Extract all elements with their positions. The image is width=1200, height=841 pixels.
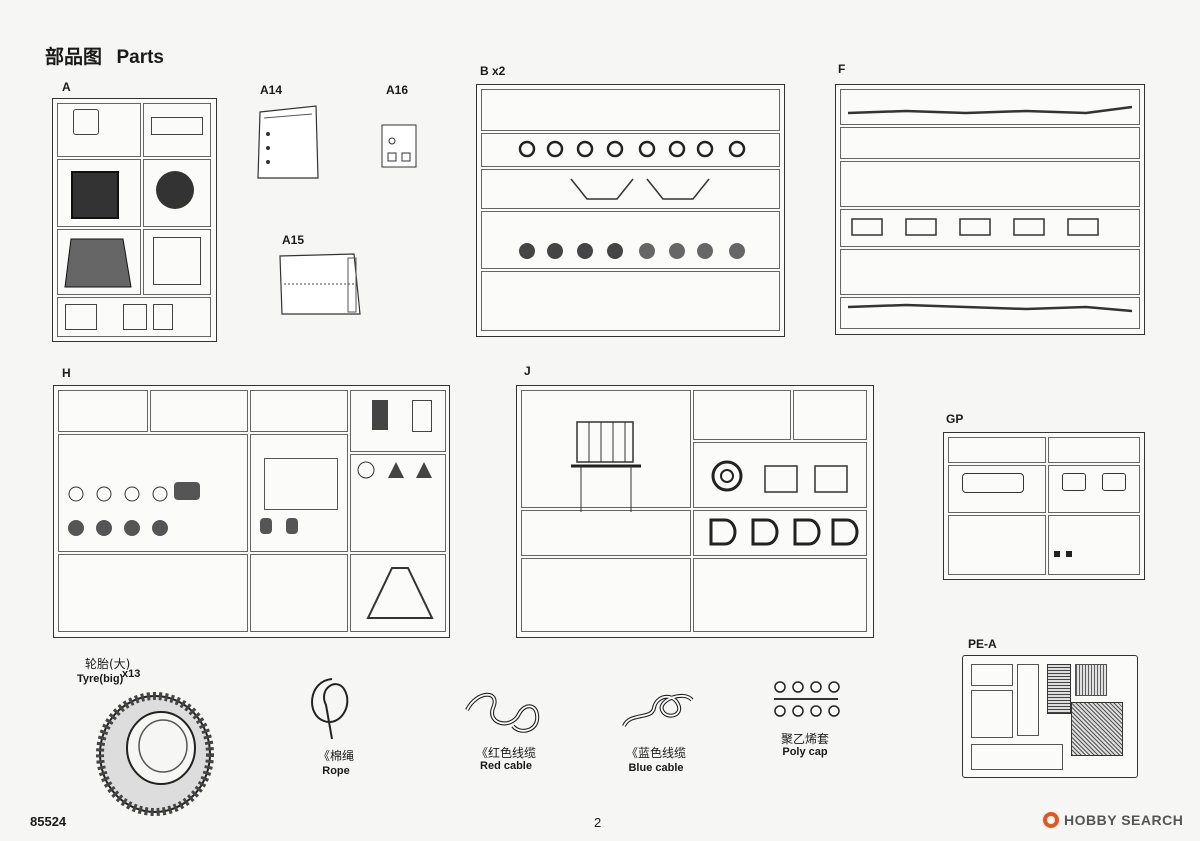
- red-cable-icon: [465, 692, 540, 733]
- blue-cable-icon: [622, 693, 694, 728]
- sprue-a15-label: A15: [282, 233, 305, 247]
- poly-cap-label-cn: 聚乙烯套: [780, 732, 829, 746]
- sprue-a16-label: A16: [386, 83, 409, 97]
- sprue-b-label: B x2: [480, 64, 506, 78]
- page-title-en: Parts: [116, 47, 164, 68]
- page-title-cn: 部品图: [45, 47, 103, 68]
- tyre-label-cn: 轮胎(大): [85, 657, 131, 671]
- page-title: 部品图 Parts: [45, 42, 164, 69]
- rope-label-en: Rope: [322, 765, 350, 777]
- sprue-j-label: J: [524, 364, 531, 378]
- red-cable-label-en: Red cable: [480, 760, 532, 772]
- sprue-gp: [943, 432, 1145, 580]
- sprue-a: [52, 98, 217, 342]
- sprue-pe-a-label: PE-A: [968, 637, 997, 651]
- sprue-a-label: A: [62, 80, 71, 94]
- blue-cable-label-en: Blue cable: [628, 762, 684, 774]
- part-a15: [279, 253, 361, 315]
- blue-cable-label-cn: 《蓝色线缆: [625, 746, 686, 760]
- sprue-b: [476, 84, 785, 337]
- sprue-h-label: H: [62, 366, 71, 380]
- tyre-icon: [96, 692, 214, 816]
- sprue-j: [516, 385, 874, 638]
- watermark: HOBBY SEARCH: [1042, 811, 1183, 829]
- poly-cap-icon: [774, 681, 840, 717]
- sprue-gp-label: GP: [946, 412, 964, 426]
- rope-icon: [311, 678, 349, 740]
- sprue-f: [835, 84, 1145, 335]
- part-a14: [257, 105, 319, 179]
- sprue-a14-label: A14: [260, 83, 283, 97]
- poly-cap-label-en: Poly cap: [782, 746, 828, 758]
- hobby-search-logo-icon: [1043, 812, 1059, 828]
- product-code: 85524: [30, 814, 67, 829]
- sprue-h: [53, 385, 450, 638]
- watermark-text: HOBBY SEARCH: [1064, 812, 1184, 828]
- sprue-pe-a: [962, 655, 1138, 778]
- part-a16: [381, 124, 417, 168]
- red-cable-label-cn: 《红色线缆: [475, 746, 536, 760]
- page-number: 2: [594, 815, 602, 830]
- tyre-label-en: Tyre(big): [77, 673, 124, 685]
- sprue-f-label: F: [838, 62, 846, 76]
- tyre-quantity: x13: [122, 668, 141, 680]
- rope-label-cn: 《棉绳: [317, 749, 354, 763]
